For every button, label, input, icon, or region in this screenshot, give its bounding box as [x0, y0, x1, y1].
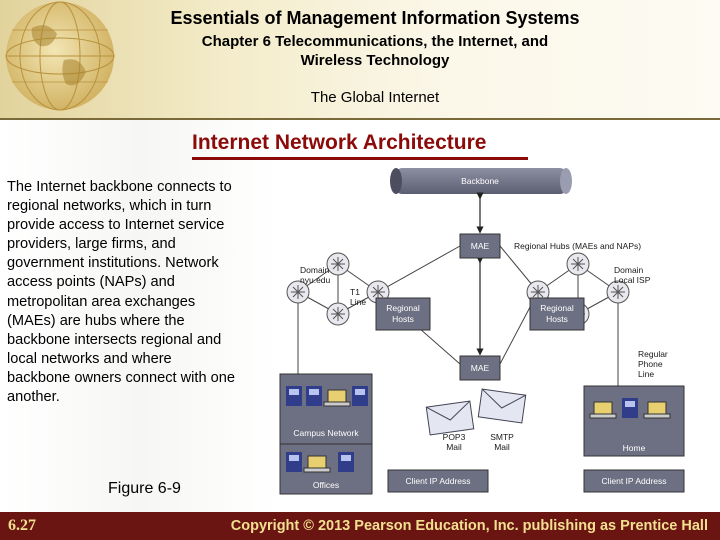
- section-title: The Global Internet: [310, 89, 440, 106]
- domain-left-line1: Domain: [300, 265, 330, 275]
- footer-bar: 6.27 Copyright © 2013 Pearson Education,…: [0, 512, 720, 540]
- laptop-icon: [643, 401, 671, 419]
- laptop-icon: [323, 389, 351, 407]
- pop3-mail-envelope-icon: [425, 400, 475, 436]
- regular-phone-line2: Phone: [638, 359, 663, 369]
- domain-right-line1: Domain: [614, 265, 644, 275]
- campus-network-label: Campus Network: [293, 428, 359, 438]
- chapter-title: Chapter 6 Telecommunications, the Intern…: [0, 32, 720, 70]
- laptop-icon: [303, 455, 331, 473]
- smtp-line2: Mail: [494, 442, 510, 452]
- client-ip-left-box: [387, 469, 489, 493]
- regional-hosts-left-line2: Hosts: [392, 314, 414, 324]
- regional-hosts-left-line1: Regional: [386, 303, 420, 313]
- t1-line2: Line: [350, 297, 366, 307]
- offices-label: Offices: [313, 480, 339, 490]
- regional-hosts-right-box: [529, 297, 585, 331]
- mae-bottom-box: [459, 355, 501, 381]
- network-architecture-diagram: Backbone MAE Regional Hubs (MAEs and NAP…: [279, 168, 685, 495]
- home-box: [583, 385, 685, 457]
- regional-hubs-label: Regional Hubs (MAEs and NAPs): [514, 241, 641, 251]
- regional-hosts-right-line2: Hosts: [546, 314, 568, 324]
- pop3-line1: POP3: [443, 432, 466, 442]
- mae-top-label: MAE: [471, 241, 490, 251]
- t1-line1: T1: [350, 287, 360, 297]
- chapter-line-1: Chapter 6 Telecommunications, the Intern…: [201, 33, 549, 50]
- header-banner: Essentials of Management Information Sys…: [0, 0, 720, 118]
- computer-icon: [286, 386, 302, 406]
- regular-phone-line1: Regular: [638, 349, 668, 359]
- regional-hosts-left-box: [375, 297, 431, 331]
- header-divider: [0, 118, 720, 120]
- router-icon: [606, 280, 630, 304]
- computer-icon: [338, 452, 354, 472]
- regional-hosts-right-line1: Regional: [540, 303, 574, 313]
- domain-right-line2: Local ISP: [614, 275, 651, 285]
- regular-phone-line3: Line: [638, 369, 654, 379]
- copyright-text: Copyright © 2013 Pearson Education, Inc.…: [230, 518, 708, 534]
- globe-icon: [5, 1, 115, 111]
- backbone-cylinder: Backbone: [390, 168, 572, 194]
- pop3-line2: Mail: [446, 442, 462, 452]
- client-ip-left-label: Client IP Address: [405, 476, 470, 486]
- router-icon: [326, 302, 350, 326]
- home-label: Home: [623, 443, 646, 453]
- computer-icon: [622, 398, 638, 418]
- chapter-line-2: Wireless Technology: [300, 52, 450, 69]
- course-title: Essentials of Management Information Sys…: [170, 8, 580, 28]
- backbone-label: Backbone: [461, 176, 499, 186]
- laptop-icon: [589, 401, 617, 419]
- computer-icon: [286, 452, 302, 472]
- campus-network-box: [279, 373, 373, 445]
- router-icon: [566, 252, 590, 276]
- title-underline: [192, 157, 528, 160]
- slide-title: Internet Network Architecture: [192, 131, 487, 154]
- mae-top-box: [459, 233, 501, 259]
- client-ip-right-box: [583, 469, 685, 493]
- router-icon: [326, 252, 350, 276]
- computer-icon: [352, 386, 368, 406]
- smtp-mail-envelope-icon: [477, 388, 527, 424]
- domain-left-line2: nyu.edu: [300, 275, 331, 285]
- mae-bottom-label: MAE: [471, 363, 490, 373]
- figure-label: Figure 6-9: [108, 480, 181, 497]
- router-icon: [286, 280, 310, 304]
- computer-icon: [306, 386, 322, 406]
- body-paragraph: The Internet backbone connects to region…: [7, 179, 235, 406]
- slide-number: 6.27: [8, 517, 36, 534]
- smtp-line1: SMTP: [490, 432, 514, 442]
- left-background: [0, 120, 280, 520]
- client-ip-right-label: Client IP Address: [601, 476, 666, 486]
